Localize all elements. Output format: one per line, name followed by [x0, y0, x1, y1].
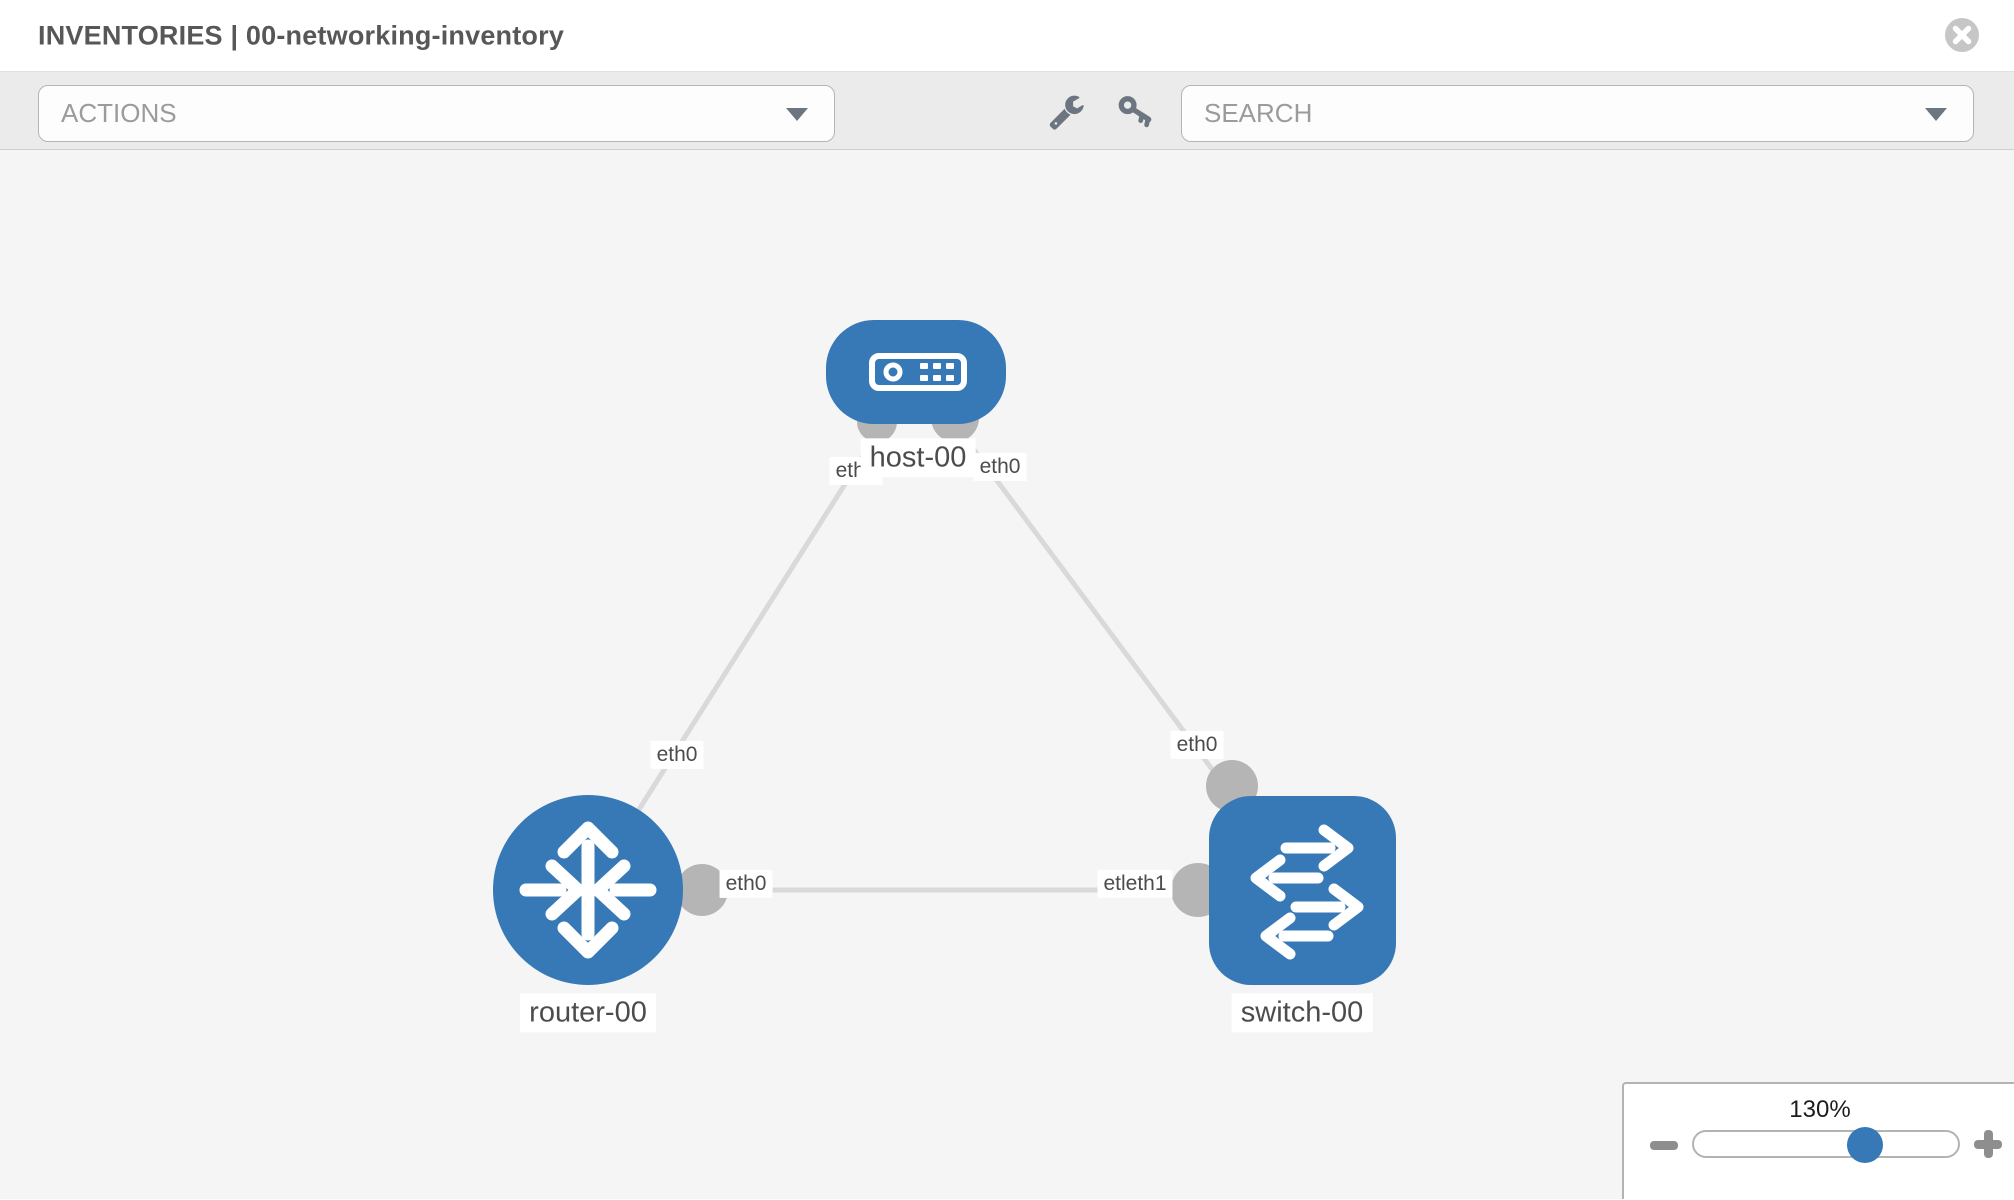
zoom-out-button[interactable] [1650, 1141, 1678, 1150]
zoom-panel: 130% [1622, 1082, 2014, 1199]
node-label-switch-00[interactable]: switch-00 [1231, 993, 1373, 1033]
actions-dropdown-label: ACTIONS [61, 98, 177, 128]
node-label-host-00[interactable]: host-00 [860, 438, 976, 478]
zoom-in-button[interactable] [1974, 1130, 2002, 1158]
actions-dropdown[interactable]: ACTIONS [38, 85, 835, 142]
node-host-00[interactable] [826, 320, 1006, 424]
node-router-00[interactable] [493, 795, 683, 985]
topology-canvas[interactable]: eth0 eth0 eth0 eth0 eth0 etleth1 host-00… [0, 150, 2014, 1199]
chevron-down-icon [786, 107, 808, 121]
node-label-router-00[interactable]: router-00 [520, 993, 656, 1033]
key-icon [1118, 96, 1152, 128]
search-input[interactable] [1182, 86, 1973, 141]
switch-arrows-icon [1250, 824, 1364, 960]
page-title: INVENTORIES | 00-networking-inventory [38, 20, 565, 50]
header: INVENTORIES | 00-networking-inventory [0, 0, 2014, 72]
zoom-slider-handle[interactable] [1847, 1127, 1883, 1163]
credentials-button[interactable] [1115, 93, 1155, 133]
interface-label: eth0 [973, 452, 1027, 482]
interface-label: eth0 [719, 869, 773, 899]
zoom-slider-track[interactable] [1692, 1130, 1960, 1158]
close-button[interactable] [1943, 16, 1981, 54]
router-arrows-icon [519, 821, 657, 959]
configure-tools-button[interactable] [1046, 93, 1086, 133]
chevron-down-icon [1925, 107, 1947, 121]
toolbar: ACTIONS [0, 72, 2014, 150]
node-switch-00[interactable] [1209, 796, 1396, 985]
interface-label: eth0 [1170, 730, 1224, 760]
server-icon [869, 353, 967, 391]
interface-label: eth0 [650, 740, 704, 770]
interface-label: etleth1 [1097, 869, 1173, 899]
wrench-icon [1049, 95, 1084, 130]
zoom-level-value: 130% [1789, 1096, 1851, 1123]
search-dropdown[interactable] [1181, 85, 1974, 142]
close-icon [1945, 18, 1979, 52]
interface-connector[interactable] [676, 864, 728, 916]
topology-graph [493, 320, 1396, 985]
